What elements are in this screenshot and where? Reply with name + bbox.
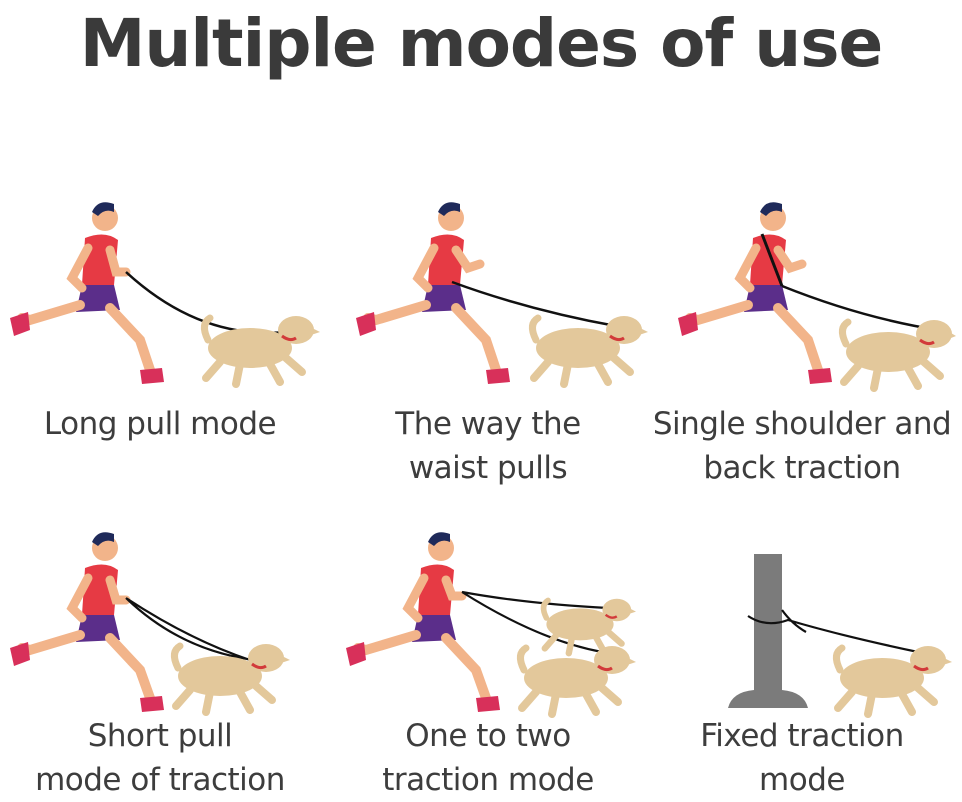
mode-caption-line: The way the <box>395 406 581 442</box>
leash-icon <box>747 609 919 654</box>
mode-caption-line: Fixed traction <box>700 718 904 754</box>
mode-caption-line: One to two <box>405 718 571 754</box>
mode-caption-line: mode of traction <box>35 762 285 798</box>
mode-caption-line: mode <box>759 762 845 798</box>
dog-icon <box>201 314 320 388</box>
mode-caption-line: Single shoulder and <box>652 406 952 442</box>
dog-icon <box>529 314 648 388</box>
leash-icon <box>125 597 255 662</box>
mode-caption-line: Short pull <box>87 718 233 754</box>
mode-shoulder-back: Single shoulder and back traction <box>642 190 962 490</box>
dog-icon <box>171 642 290 716</box>
leash-icon <box>451 280 617 328</box>
leash-icon <box>461 590 609 654</box>
mode-caption-line: waist pulls <box>408 450 568 486</box>
mode-short-pull: Short pull mode of traction <box>0 520 320 798</box>
dog-icon <box>517 644 636 718</box>
runner-icon <box>10 202 164 384</box>
mode-caption-line: back traction <box>703 450 901 486</box>
waist-pull-illustration <box>356 202 648 388</box>
runner-icon <box>678 202 832 384</box>
mode-caption-line: Long pull mode <box>43 406 277 442</box>
fixed-traction-illustration <box>728 554 952 718</box>
mode-waist-pull: The way the waist pulls <box>328 190 648 490</box>
leash-icon <box>781 284 939 332</box>
short-pull-illustration <box>10 532 290 716</box>
one-to-two-illustration <box>346 532 636 718</box>
post-icon <box>728 554 808 708</box>
runner-icon <box>346 532 500 712</box>
mode-caption-line: traction mode <box>382 762 594 798</box>
runner-icon <box>356 202 510 384</box>
long-pull-illustration <box>10 202 320 388</box>
mode-one-to-two: One to two traction mode <box>328 520 648 798</box>
runner-icon <box>10 532 164 712</box>
shoulder-back-illustration <box>678 202 956 392</box>
page-title: Multiple modes of use <box>79 5 884 82</box>
dog-icon <box>833 644 952 718</box>
dog-icon <box>839 318 956 392</box>
mode-long-pull: Long pull mode <box>0 190 320 490</box>
dog-icon <box>540 597 636 657</box>
mode-fixed-traction: Fixed traction mode <box>642 520 962 798</box>
